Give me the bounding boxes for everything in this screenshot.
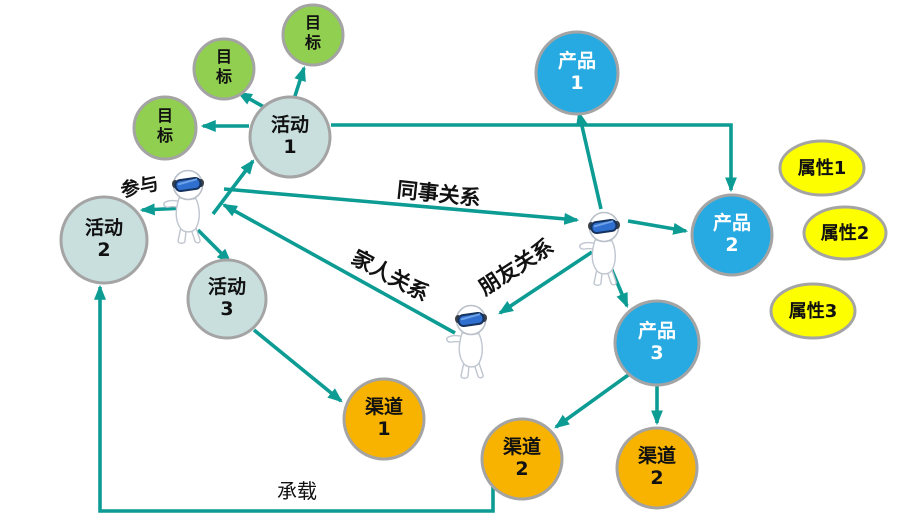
edge-person-1-to-person-2-colleague <box>223 187 580 225</box>
participate-label: 参与 <box>119 171 161 201</box>
person-1-icon <box>163 169 204 244</box>
person-2-icon <box>579 211 620 286</box>
node-attribute-3: 属性3 <box>769 282 857 340</box>
node-label-attribute-2: 属性2 <box>821 222 870 244</box>
node-label-goal-mid: 目标 <box>215 47 232 86</box>
edge-activity-1-to-goal-mid <box>237 91 265 109</box>
edge-person-2-to-person-3-friend <box>498 250 593 315</box>
edge-person-1-to-activity-3 <box>196 228 232 264</box>
edge-person-3-to-person-1-family <box>222 203 456 335</box>
node-attribute-1: 属性1 <box>778 139 866 197</box>
edge-activity-1-to-goal-top <box>292 65 306 100</box>
edge-activity-3-to-channel-1 <box>252 328 343 403</box>
node-attribute-2: 属性2 <box>802 205 888 261</box>
edge-product-3-to-channel-2a <box>554 371 633 429</box>
edge-person-2-to-product-1 <box>575 110 603 210</box>
node-label-attribute-3: 属性3 <box>789 300 838 322</box>
node-goal-mid: 目标 <box>192 37 256 101</box>
node-label-goal-top: 目标 <box>304 13 321 52</box>
node-label-attribute-1: 属性1 <box>798 157 847 179</box>
edge-person-2-to-product-2 <box>627 219 689 235</box>
edge-activity-1-to-product-2 <box>331 123 737 193</box>
node-goal-top: 目标 <box>281 3 345 67</box>
node-label-goal-left: 目标 <box>156 106 173 145</box>
edge-channel-2a-to-activity-2 <box>94 284 495 513</box>
node-goal-left: 目标 <box>132 95 198 161</box>
carry-label: 承载 <box>277 479 317 503</box>
person-3-icon <box>446 304 487 379</box>
edge-person-1-to-activity-1 <box>211 159 255 216</box>
friend-label: 朋友关系 <box>474 234 558 300</box>
